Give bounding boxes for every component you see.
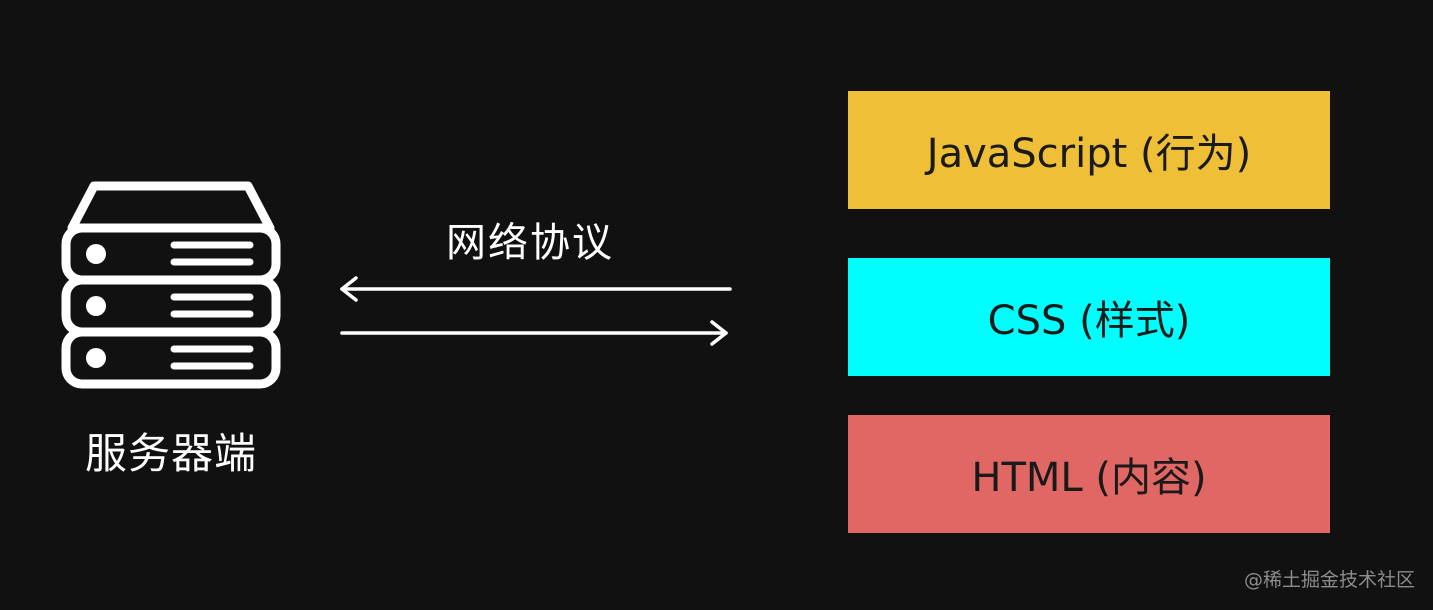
server-unit-3 [61,327,281,389]
layer-css: CSS (样式) [848,258,1330,376]
arrow-right-icon [340,320,728,346]
server-icon [61,181,281,389]
arrow-left-icon [340,276,732,302]
layer-javascript: JavaScript (行为) [848,91,1330,209]
protocol-label: 网络协议 [446,220,614,266]
protocol-arrows [340,276,732,346]
watermark: @稀土掘金技术社区 [1243,569,1415,591]
server-lid [67,181,275,233]
layer-html: HTML (内容) [848,415,1330,533]
server-label: 服务器端 [84,429,257,478]
